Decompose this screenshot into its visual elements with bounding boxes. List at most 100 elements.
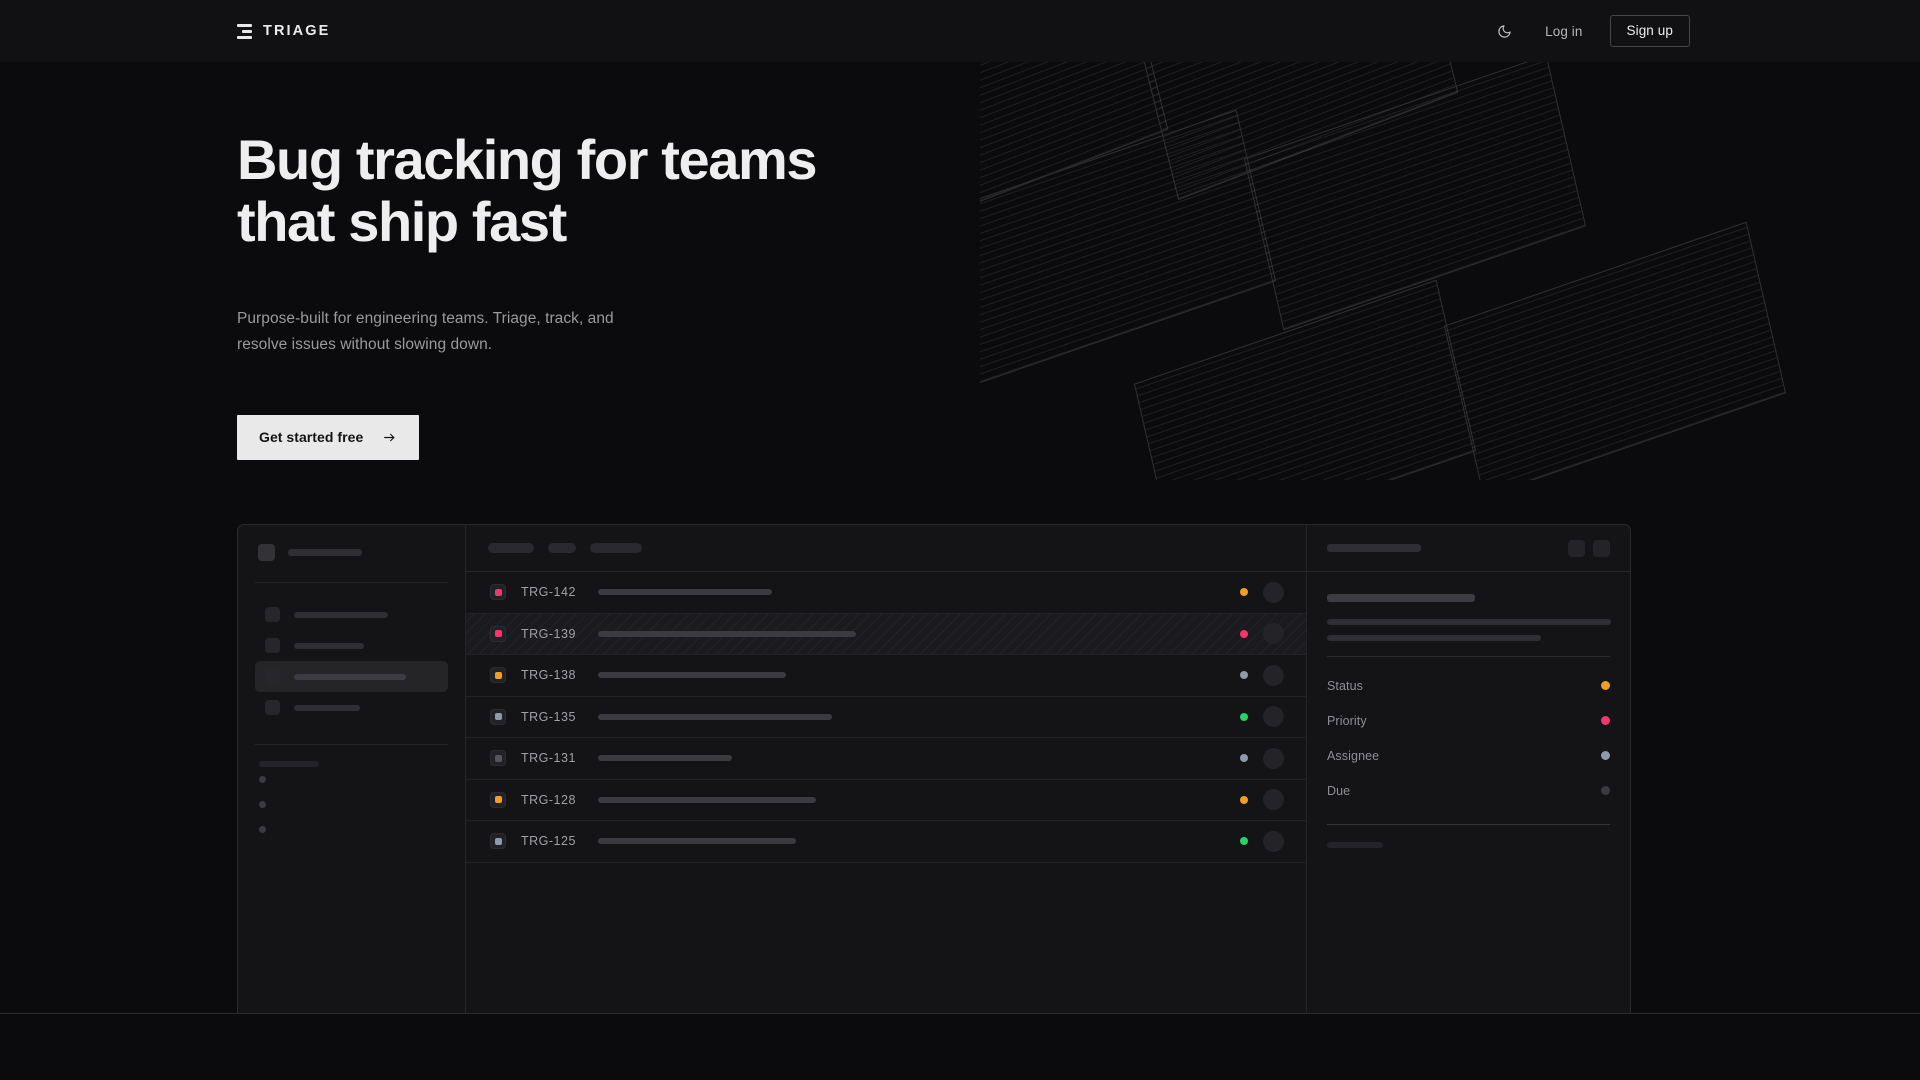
- preview-detail-header: [1307, 525, 1630, 572]
- issue-id: TRG-131: [521, 751, 583, 765]
- detail-meta-row[interactable]: Status: [1327, 668, 1610, 703]
- project-dot-icon: [259, 801, 266, 808]
- detail-meta-row[interactable]: Due: [1327, 773, 1610, 808]
- sidebar-project-item[interactable]: [255, 817, 448, 842]
- avatar: [1263, 582, 1284, 603]
- detail-meta-label: Priority: [1327, 714, 1367, 728]
- decor-shape: [980, 110, 1276, 386]
- hero-section: Bug tracking for teams that ship fast Pu…: [237, 62, 816, 460]
- status-badge: [1240, 588, 1248, 596]
- avatar: [1263, 748, 1284, 769]
- priority-indicator: [490, 792, 506, 808]
- detail-meta-value-dot: [1601, 786, 1610, 795]
- decor-shape: [1444, 222, 1786, 480]
- sidebar-item-icon: [265, 607, 280, 622]
- brand-name: TRIAGE: [263, 23, 330, 39]
- divider: [255, 744, 448, 745]
- brand-logo[interactable]: TRIAGE: [237, 23, 330, 39]
- priority-indicator: [490, 833, 506, 849]
- detail-meta-value-dot: [1601, 716, 1610, 725]
- sidebar-item-label: [294, 612, 388, 618]
- detail-meta-row[interactable]: Assignee: [1327, 738, 1610, 773]
- sidebar-item-label: [294, 705, 360, 711]
- issue-id: TRG-138: [521, 668, 583, 682]
- issue-title-placeholder: [598, 589, 772, 595]
- activity-label-placeholder: [1327, 842, 1383, 848]
- detail-meta-row[interactable]: Priority: [1327, 703, 1610, 738]
- preview-detail-body: StatusPriorityAssigneeDue: [1307, 572, 1630, 868]
- preview-sidebar: [238, 525, 466, 1013]
- sidebar-item-label: [294, 643, 364, 649]
- sidebar-item-3[interactable]: [255, 692, 448, 723]
- detail-summary-placeholder: [1327, 594, 1475, 602]
- avatar: [1263, 789, 1284, 810]
- preview-detail-panel: StatusPriorityAssigneeDue: [1306, 525, 1630, 1013]
- sidebar-item-icon: [265, 700, 280, 715]
- header-actions: Log in Sign up: [1487, 14, 1690, 48]
- priority-indicator: [490, 750, 506, 766]
- issue-row[interactable]: TRG-142: [466, 572, 1306, 614]
- sidebar-item-icon: [265, 638, 280, 653]
- detail-meta-label: Assignee: [1327, 749, 1379, 763]
- issue-row[interactable]: TRG-131: [466, 738, 1306, 780]
- site-header: TRIAGE Log in Sign up: [0, 0, 1920, 62]
- app-preview-mockup: TRG-142TRG-139TRG-138TRG-135TRG-131TRG-1…: [237, 524, 1631, 1014]
- detail-description-line: [1327, 619, 1611, 625]
- sidebar-project-item[interactable]: [255, 792, 448, 817]
- status-badge: [1240, 796, 1248, 804]
- issue-id: TRG-139: [521, 627, 583, 641]
- issue-row[interactable]: TRG-125: [466, 821, 1306, 863]
- sidebar-item-1[interactable]: [255, 630, 448, 661]
- issue-row[interactable]: TRG-128: [466, 780, 1306, 822]
- detail-meta-label: Status: [1327, 679, 1363, 693]
- status-badge: [1240, 837, 1248, 845]
- project-dot-icon: [259, 776, 266, 783]
- detail-title-placeholder: [1327, 544, 1421, 552]
- get-started-button[interactable]: Get started free: [237, 415, 419, 460]
- moon-icon[interactable]: [1487, 14, 1521, 48]
- detail-action-button[interactable]: [1593, 540, 1610, 557]
- issue-title-placeholder: [598, 838, 796, 844]
- decor-shape: [1244, 55, 1586, 331]
- decor-shape: [1142, 40, 1459, 200]
- footer-divider: [0, 1013, 1920, 1014]
- project-dot-icon: [259, 826, 266, 833]
- issue-title-placeholder: [598, 797, 816, 803]
- preview-issue-rows: TRG-142TRG-139TRG-138TRG-135TRG-131TRG-1…: [466, 572, 1306, 863]
- preview-sidebar-workspace[interactable]: [255, 544, 448, 561]
- arrow-right-icon: [382, 431, 397, 444]
- decorative-hatched-panels: [980, 40, 1800, 480]
- filter-chip[interactable]: [548, 543, 576, 553]
- decor-shape: [980, 40, 1168, 237]
- cta-label: Get started free: [259, 429, 363, 445]
- issue-id: TRG-142: [521, 585, 583, 599]
- workspace-avatar-placeholder: [258, 544, 275, 561]
- preview-issue-list: TRG-142TRG-139TRG-138TRG-135TRG-131TRG-1…: [466, 525, 1306, 1013]
- issue-row[interactable]: TRG-139: [466, 614, 1306, 656]
- detail-meta-value-dot: [1601, 681, 1610, 690]
- issue-row[interactable]: TRG-138: [466, 655, 1306, 697]
- issue-row[interactable]: TRG-135: [466, 697, 1306, 739]
- sidebar-item-0[interactable]: [255, 599, 448, 630]
- filter-chip[interactable]: [590, 543, 642, 553]
- status-badge: [1240, 671, 1248, 679]
- status-badge: [1240, 713, 1248, 721]
- sidebar-item-2[interactable]: [255, 661, 448, 692]
- issue-title-placeholder: [598, 714, 832, 720]
- detail-action-button[interactable]: [1568, 540, 1585, 557]
- filter-chip[interactable]: [488, 543, 534, 553]
- issue-id: TRG-125: [521, 834, 583, 848]
- issue-id: TRG-128: [521, 793, 583, 807]
- login-link[interactable]: Log in: [1545, 24, 1582, 39]
- sidebar-project-item[interactable]: [255, 767, 448, 792]
- divider: [1327, 656, 1610, 657]
- preview-detail-meta: StatusPriorityAssigneeDue: [1327, 668, 1610, 808]
- issue-title-placeholder: [598, 672, 786, 678]
- avatar: [1263, 831, 1284, 852]
- hero-subtitle: Purpose-built for engineering teams. Tri…: [237, 306, 816, 357]
- status-badge: [1240, 630, 1248, 638]
- signup-button[interactable]: Sign up: [1610, 15, 1691, 48]
- avatar: [1263, 623, 1284, 644]
- issue-title-placeholder: [598, 755, 732, 761]
